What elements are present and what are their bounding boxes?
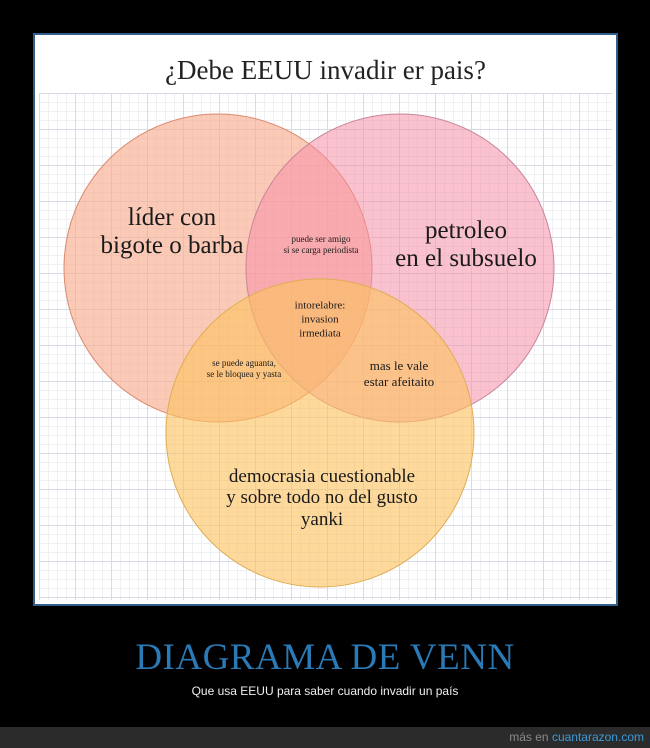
set-circle-bottom	[165, 278, 475, 588]
intersection-left-bottom: se puede aguanta, se le bloquea y yasta	[206, 357, 282, 379]
footer-bar: más en cuantarazon.com	[0, 727, 650, 748]
set-label-left: líder con bigote o barba	[100, 204, 244, 259]
footer-prefix: más en	[509, 730, 549, 744]
caption-title: DIAGRAMA DE VENN	[135, 637, 515, 678]
diagram-title: ¿Debe EEUU invadir er pais?	[165, 55, 486, 85]
footer-text: más en cuantarazon.com	[509, 730, 644, 744]
intersection-left-right: puede ser amigo si se carga periodista	[283, 233, 359, 255]
set-label-right: petroleo en el subsuelo	[395, 217, 537, 272]
site-link[interactable]: cuantarazon.com	[551, 730, 644, 744]
intersection-right-bottom: mas le vale estar afeitaito	[363, 357, 435, 389]
caption-subtitle: Que usa EEUU para saber cuando invadir u…	[191, 684, 459, 698]
set-label-bottom: democrasia cuestionable y sobre todo no …	[226, 466, 418, 530]
intersection-all: intorelabre: invasion irmediata	[294, 299, 346, 339]
